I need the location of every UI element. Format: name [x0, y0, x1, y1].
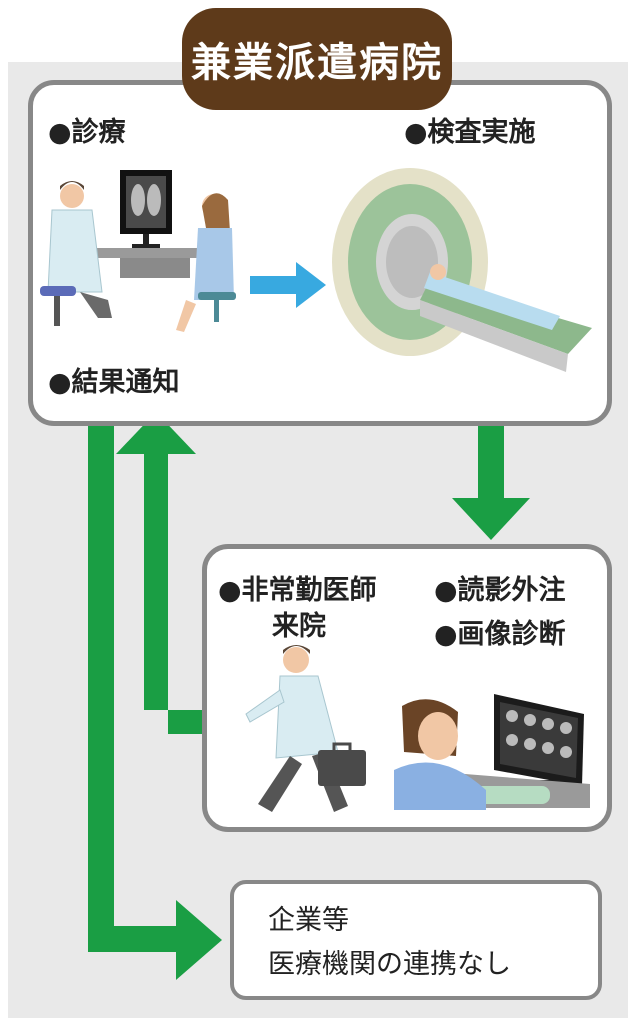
visit-label: 来院 [272, 611, 326, 642]
patient-icon [176, 193, 236, 332]
doctor-icon [40, 181, 112, 326]
arrow-exam-to-reading [452, 412, 530, 540]
outsourcing-label: ●読影外注 [434, 575, 566, 606]
company-label: 企業等 [268, 905, 349, 936]
no-collaboration-label: 医療機関の連携なし [268, 949, 511, 980]
image-diagnosis-label: ●画像診断 [434, 619, 566, 650]
title-badge: 兼業派遣病院 [182, 8, 452, 110]
arrow-reading-to-hospital [116, 412, 204, 734]
xray-monitor-icon [120, 170, 172, 248]
radiologist-illustration [394, 694, 590, 810]
briefcase-icon [318, 742, 366, 786]
title-text: 兼業派遣病院 [191, 40, 443, 86]
blue-arrow [250, 262, 326, 308]
company-box [230, 880, 602, 1000]
running-doctor-illustration [245, 645, 366, 812]
ct-monitor-icon [494, 694, 584, 788]
examination-label: ●検査実施 [404, 117, 536, 148]
consultation-illustration [40, 170, 236, 332]
visit-doctor-label: ●非常勤医師 [218, 575, 377, 606]
mri-scanner-illustration [332, 168, 592, 372]
arrow-hospital-to-company [88, 412, 222, 980]
consultation-label: ●診療 [48, 117, 126, 148]
result-notice-label: ●結果通知 [48, 367, 180, 398]
